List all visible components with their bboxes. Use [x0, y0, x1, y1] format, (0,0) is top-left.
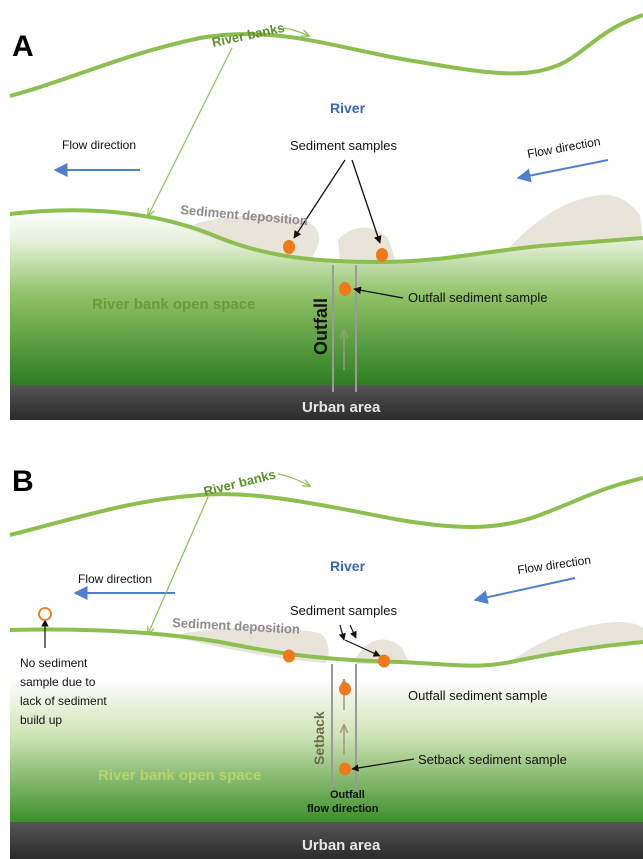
panel-a-outfall-sample-pointer [353, 286, 404, 299]
panel-a-river-banks-label: River banks [211, 20, 286, 50]
panel-b-urban-area [10, 822, 643, 859]
panel-b-empty-sample-dot [38, 607, 52, 621]
panel-b-sediment-deposition-mid [355, 639, 410, 664]
panel-a-sediment-deposition-right [505, 194, 643, 252]
panel-a-urban-area [10, 385, 643, 420]
panel-b-sediment-deposition-label: Sediment deposition [172, 615, 301, 637]
panel-b-open-space-label: River bank open space [98, 767, 261, 784]
panel-a-sample-pointer-left [293, 159, 346, 239]
panel-b-no-sample-line-4: build up [20, 713, 62, 727]
panel-a-flow-direction-right: Flow direction [526, 134, 601, 161]
panel-a-sediment-samples-label: Sediment samples [290, 138, 397, 153]
panel-a-river-banks-pointer-upper [282, 27, 309, 36]
panel-a-outfall-sample-label: Outfall sediment sample [408, 290, 547, 305]
panel-a-river-banks-pointer-lower [148, 47, 233, 216]
panel-b-setback-sample-dot [339, 762, 351, 776]
panel-b-flow-direction-right: Flow direction [516, 553, 591, 577]
panel-b-outfall-flow-line-2: flow direction [307, 803, 379, 815]
panel-a-flow-direction-left: Flow direction [62, 138, 136, 152]
panel-b-outfall-sample-dot [339, 682, 351, 696]
panel-b-river-banks-pointer-lower [148, 496, 209, 634]
panel-b-river-banks-pointer-upper [277, 473, 310, 486]
panel-b-no-sample-line-1: No sediment [20, 656, 88, 670]
panel-b-urban-area-label: Urban area [302, 837, 381, 854]
panel-b-sediment-deposition-right [510, 621, 643, 662]
panel-b-setback-sample-pointer [351, 758, 415, 772]
panel-b-river-label: River [330, 558, 366, 574]
panel-b: B River banks River Flow direction Flow … [9, 465, 643, 859]
panel-b-sample-pointer-left [338, 624, 346, 641]
panel-a-sample-dot-left [283, 240, 295, 254]
panel-a-outfall-sample-dot [339, 282, 351, 296]
panel-b-flow-arrow-right [473, 577, 576, 605]
panel-b-sample-dot-right [378, 654, 390, 668]
panel-b-sample-pointer-bank [344, 639, 381, 657]
panel-a-open-space-label: River bank open space [92, 296, 255, 313]
panel-b-sample-dot-left [283, 649, 295, 663]
panel-b-sediment-samples-label: Sediment samples [290, 603, 397, 618]
panel-b-outfall-flow-line-1: Outfall [330, 789, 365, 801]
panel-a-outfall-label: Outfall [311, 298, 331, 355]
panel-b-setback-label: Setback [311, 711, 327, 765]
panel-a-river-label: River [330, 100, 366, 116]
panel-b-setback-sample-label: Setback sediment sample [418, 752, 567, 767]
panel-a-upper-bank [9, 13, 643, 98]
panel-b-label: B [12, 465, 34, 498]
panel-a-lower-bank [9, 208, 643, 265]
panel-b-land [10, 629, 643, 822]
panel-b-upper-bank [9, 476, 643, 537]
panel-b-flow-direction-left: Flow direction [78, 572, 152, 586]
panel-b-outfall-sample-label: Outfall sediment sample [408, 688, 547, 703]
panel-a-label: A [12, 30, 34, 63]
panel-a-sample-pointer-right [351, 159, 382, 244]
panel-a-sample-dot-right [376, 248, 388, 262]
panel-b-sample-pointer-right [349, 624, 357, 639]
panel-b-no-sample-line-2: sample due to [20, 675, 96, 689]
panel-a-flow-arrow-right [516, 159, 609, 183]
panel-a: A River banks River Flow direction Flow … [9, 13, 643, 420]
panel-a-urban-area-label: Urban area [302, 399, 381, 416]
panel-b-no-sample-line-3: lack of sediment [20, 694, 107, 708]
